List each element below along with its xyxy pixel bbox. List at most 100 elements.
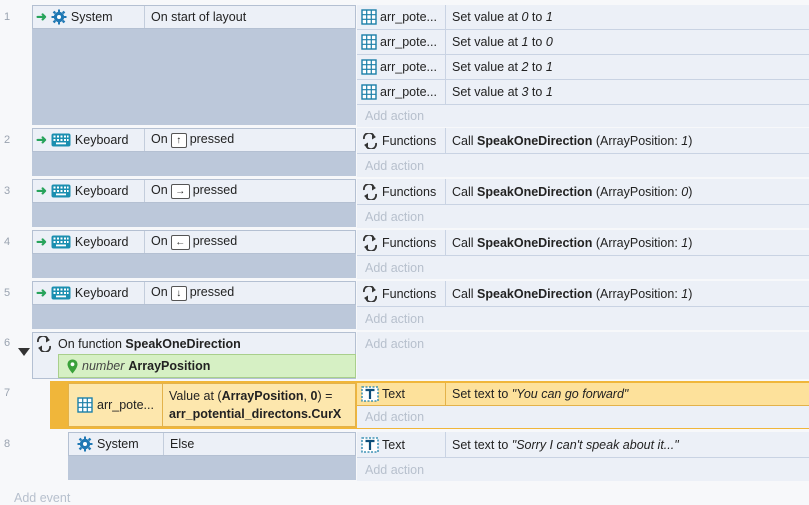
object-name: Keyboard bbox=[74, 133, 129, 147]
key-cap: ↓ bbox=[170, 286, 187, 302]
object-name: Keyboard bbox=[74, 184, 129, 198]
gear-icon bbox=[77, 436, 93, 452]
array-grid-icon bbox=[361, 9, 377, 25]
condition-object[interactable]: ➜ Keyboard bbox=[33, 282, 145, 304]
condition-object[interactable]: ➜ System bbox=[33, 6, 145, 28]
event-number: 3 bbox=[4, 185, 11, 197]
action-object[interactable]: arr_pote... bbox=[357, 5, 446, 29]
action-object[interactable]: arr_pote... bbox=[357, 30, 446, 54]
action-row[interactable]: arr_pote... Set value at 1 to 0 bbox=[357, 30, 809, 55]
event-number: 1 bbox=[4, 11, 11, 23]
action-row[interactable]: arr_pote... Set value at 2 to 1 bbox=[357, 55, 809, 80]
action-row[interactable]: Text Set text to "You can go forward" bbox=[357, 383, 809, 406]
action-object[interactable]: Functions bbox=[357, 128, 446, 153]
keyboard-icon bbox=[51, 235, 71, 249]
keyboard-icon bbox=[51, 184, 71, 198]
action-object[interactable]: Text bbox=[357, 383, 446, 405]
param-name: ArrayPosition bbox=[128, 359, 211, 373]
functions-icon bbox=[363, 132, 377, 149]
action-row[interactable]: Functions Call SpeakOneDirection (ArrayP… bbox=[357, 128, 809, 154]
function-parameter[interactable]: number ArrayPosition bbox=[58, 354, 356, 378]
param-type: number bbox=[82, 359, 125, 373]
condition-row[interactable]: ➜ Keyboard On↑pressed bbox=[32, 128, 356, 152]
trigger-arrow-icon: ➜ bbox=[36, 183, 47, 198]
function-title: On function SpeakOneDirection bbox=[58, 337, 241, 351]
condition-row[interactable]: ➜ Keyboard On←pressed bbox=[32, 230, 356, 254]
object-name: arr_pote... bbox=[380, 85, 437, 99]
object-name: Functions bbox=[382, 235, 437, 250]
condition-row[interactable]: ➜ Keyboard On↓pressed bbox=[32, 281, 356, 305]
object-name: Keyboard bbox=[74, 235, 129, 249]
add-action-link[interactable]: Add action bbox=[357, 406, 809, 428]
array-grid-icon bbox=[361, 59, 377, 75]
condition-text: Value at (ArrayPosition, 0) = arr_potent… bbox=[169, 389, 342, 421]
action-text: Call SpeakOneDirection (ArrayPosition: 1… bbox=[452, 133, 693, 148]
action-block[interactable]: Text Set text to "Sorry I can't speak ab… bbox=[357, 432, 809, 481]
action-block[interactable]: Functions Call SpeakOneDirection (ArrayP… bbox=[357, 230, 809, 279]
action-block[interactable]: Add action bbox=[357, 332, 809, 379]
event-number: 2 bbox=[4, 134, 11, 146]
add-event-link[interactable]: Add event bbox=[14, 491, 71, 505]
condition-text: On↓pressed bbox=[145, 285, 234, 302]
action-block[interactable]: Text Set text to "You can go forward" Ad… bbox=[357, 383, 809, 428]
condition-object[interactable]: System bbox=[69, 433, 164, 455]
functions-icon bbox=[363, 234, 377, 251]
action-block[interactable]: Functions Call SpeakOneDirection (ArrayP… bbox=[357, 128, 809, 177]
condition-row[interactable]: ➜ System On start of layout bbox=[32, 5, 356, 29]
add-action-link[interactable]: Add action bbox=[357, 332, 809, 356]
action-row[interactable]: Functions Call SpeakOneDirection (ArrayP… bbox=[357, 179, 809, 205]
action-block[interactable]: Functions Call SpeakOneDirection (ArrayP… bbox=[357, 179, 809, 228]
action-text: Set value at 3 to 1 bbox=[452, 85, 553, 99]
gear-icon bbox=[51, 9, 67, 25]
condition-object[interactable]: ➜ Keyboard bbox=[33, 129, 145, 151]
condition-object[interactable]: ➜ Keyboard bbox=[33, 180, 145, 202]
key-cap: → bbox=[170, 184, 190, 200]
action-block[interactable]: arr_pote... Set value at 0 to 1 arr_pote… bbox=[357, 5, 809, 127]
condition-object[interactable]: ➜ Keyboard bbox=[33, 231, 145, 253]
add-action-link[interactable]: Add action bbox=[357, 256, 809, 279]
action-row[interactable]: Functions Call SpeakOneDirection (ArrayP… bbox=[357, 281, 809, 307]
action-object[interactable]: arr_pote... bbox=[357, 55, 446, 79]
action-text: Set text to "Sorry I can't speak about i… bbox=[452, 437, 679, 452]
object-name: arr_pote... bbox=[97, 398, 154, 412]
functions-icon bbox=[363, 183, 377, 200]
action-object[interactable]: Functions bbox=[357, 230, 446, 255]
key-cap: ← bbox=[170, 235, 190, 251]
add-action-link[interactable]: Add action bbox=[357, 458, 809, 481]
trigger-arrow-icon: ➜ bbox=[36, 285, 47, 300]
add-action-link[interactable]: Add action bbox=[357, 154, 809, 177]
condition-row[interactable]: ➜ Keyboard On→pressed bbox=[32, 179, 356, 203]
condition-text: On↑pressed bbox=[145, 132, 234, 149]
action-row[interactable]: Functions Call SpeakOneDirection (ArrayP… bbox=[357, 230, 809, 256]
keyboard-icon bbox=[51, 133, 71, 147]
add-action-link[interactable]: Add action bbox=[357, 105, 809, 127]
event-number: 7 bbox=[4, 387, 11, 399]
object-name: arr_pote... bbox=[380, 60, 437, 74]
add-action-link[interactable]: Add action bbox=[357, 307, 809, 330]
action-text: Call SpeakOneDirection (ArrayPosition: 1… bbox=[452, 286, 693, 301]
collapse-triangle-icon[interactable] bbox=[18, 348, 30, 356]
add-action-link[interactable]: Add action bbox=[357, 205, 809, 228]
condition-row[interactable]: arr_pote... Value at (ArrayPosition, 0) … bbox=[68, 383, 356, 427]
action-block[interactable]: Functions Call SpeakOneDirection (ArrayP… bbox=[357, 281, 809, 330]
action-row[interactable]: Text Set text to "Sorry I can't speak ab… bbox=[357, 432, 809, 458]
action-row[interactable]: arr_pote... Set value at 0 to 1 bbox=[357, 5, 809, 30]
action-text: Call SpeakOneDirection (ArrayPosition: 1… bbox=[452, 235, 693, 250]
object-name: Functions bbox=[382, 286, 437, 301]
trigger-arrow-icon: ➜ bbox=[36, 234, 47, 249]
condition-object[interactable]: arr_pote... bbox=[69, 384, 163, 426]
object-name: arr_pote... bbox=[380, 35, 437, 49]
action-object[interactable]: arr_pote... bbox=[357, 80, 446, 104]
action-object[interactable]: Functions bbox=[357, 281, 446, 306]
object-name: Text bbox=[382, 387, 405, 401]
key-cap: ↑ bbox=[170, 133, 187, 149]
action-text: Call SpeakOneDirection (ArrayPosition: 0… bbox=[452, 184, 693, 199]
action-object[interactable]: Text bbox=[357, 432, 446, 457]
object-name: Text bbox=[382, 437, 405, 452]
text-object-icon bbox=[361, 386, 379, 402]
condition-row[interactable]: System Else bbox=[68, 432, 356, 456]
action-text: Set value at 2 to 1 bbox=[452, 60, 553, 74]
action-row[interactable]: arr_pote... Set value at 3 to 1 bbox=[357, 80, 809, 105]
action-object[interactable]: Functions bbox=[357, 179, 446, 204]
event-number: 5 bbox=[4, 287, 11, 299]
